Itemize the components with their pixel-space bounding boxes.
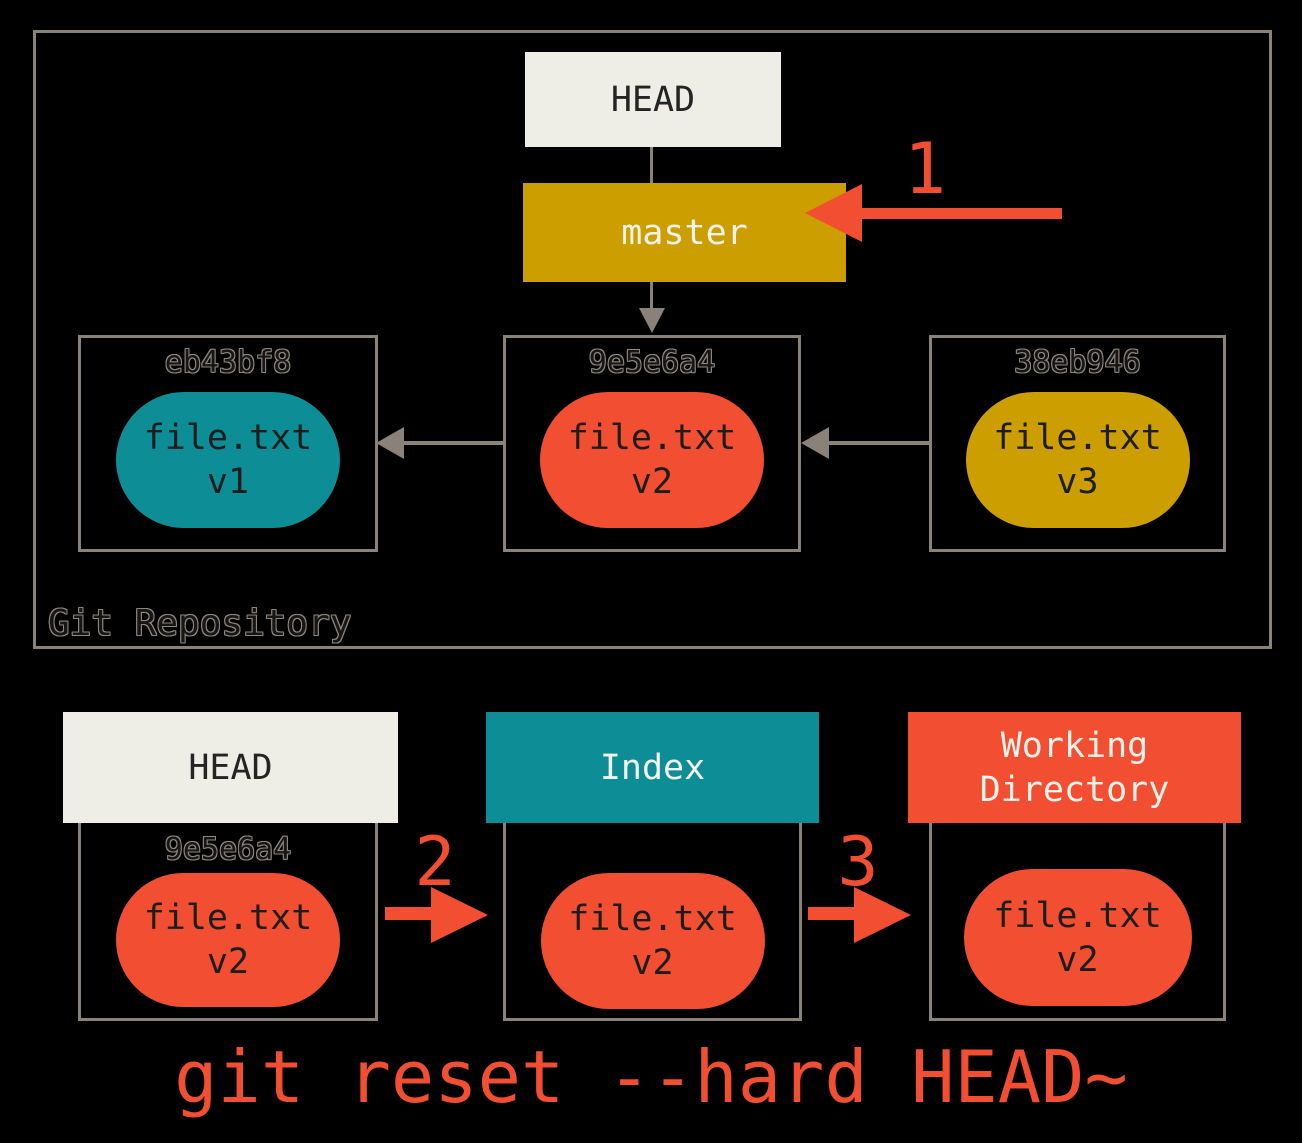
master-branch-label: master [621,212,748,253]
master-to-commit-line [650,282,653,309]
working-directory-header: Working Directory [908,712,1241,823]
commit-hash: eb43bf8 [164,345,292,380]
master-to-commit-arrowhead-icon [639,308,665,333]
command-caption: git reset --hard HEAD~ [174,1035,1128,1119]
index-area-title: Index [599,747,706,788]
step-1-number: 1 [904,128,947,210]
parent-arrowhead-icon [376,427,404,459]
step-3-arrow-line [808,907,854,920]
file-blob-v2: file.txt v2 [540,392,764,528]
working-directory-title: Working Directory [979,725,1170,810]
working-directory-file-blob: file.txt v2 [963,869,1192,1006]
working-directory-area-box: file.txt v2 [929,820,1226,1021]
head-tag-label: HEAD [610,79,696,120]
git-repository-label: Git Repository [48,603,352,644]
step-1-arrow-line [862,208,1062,219]
head-area-title: HEAD [188,747,273,788]
file-name: file.txt [143,418,313,458]
step-2-arrow-line [385,907,431,920]
step-1-arrowhead-icon [805,184,862,242]
index-area-file-blob: file.txt v2 [540,873,765,1009]
index-area-header: Index [486,712,819,823]
commit-hash: 9e5e6a4 [588,345,716,380]
file-version: v3 [1056,462,1099,502]
commit-box-9e5e6a4: 9e5e6a4 file.txt v2 [503,335,801,552]
file-version: v1 [206,462,250,502]
file-blob-v1: file.txt v1 [116,392,340,528]
file-version: v2 [630,462,674,502]
head-to-master-line [650,147,653,183]
file-blob-v3: file.txt v3 [965,392,1190,528]
head-area-box: 9e5e6a4 file.txt v2 [78,820,378,1021]
file-name: file.txt [993,895,1162,936]
step-3-arrowhead-icon [854,887,911,943]
parent-arrow-line [829,441,929,445]
file-name: file.txt [568,899,737,939]
file-version: v2 [1056,939,1099,980]
git-repository-frame [33,30,1272,649]
parent-arrow-line [404,441,503,445]
commit-box-38eb946: 38eb946 file.txt v3 [929,335,1226,552]
file-version: v2 [206,942,250,982]
file-name: file.txt [143,898,313,938]
commit-hash: 38eb946 [1014,345,1141,380]
head-area-header: HEAD [63,712,398,823]
file-name: file.txt [567,418,737,458]
step-3-number: 3 [837,823,879,902]
parent-arrowhead-icon [801,427,829,459]
file-version: v2 [631,943,674,983]
head-area-hash: 9e5e6a4 [164,832,292,867]
step-2-number: 2 [414,823,456,902]
step-2-arrowhead-icon [431,887,488,943]
head-tag: HEAD [525,52,781,147]
head-area-file-blob: file.txt v2 [116,873,340,1007]
index-area-box: file.txt v2 [503,820,802,1021]
file-name: file.txt [993,418,1162,458]
master-branch-tag: master [523,183,846,282]
commit-box-eb43bf8: eb43bf8 file.txt v1 [78,335,378,552]
